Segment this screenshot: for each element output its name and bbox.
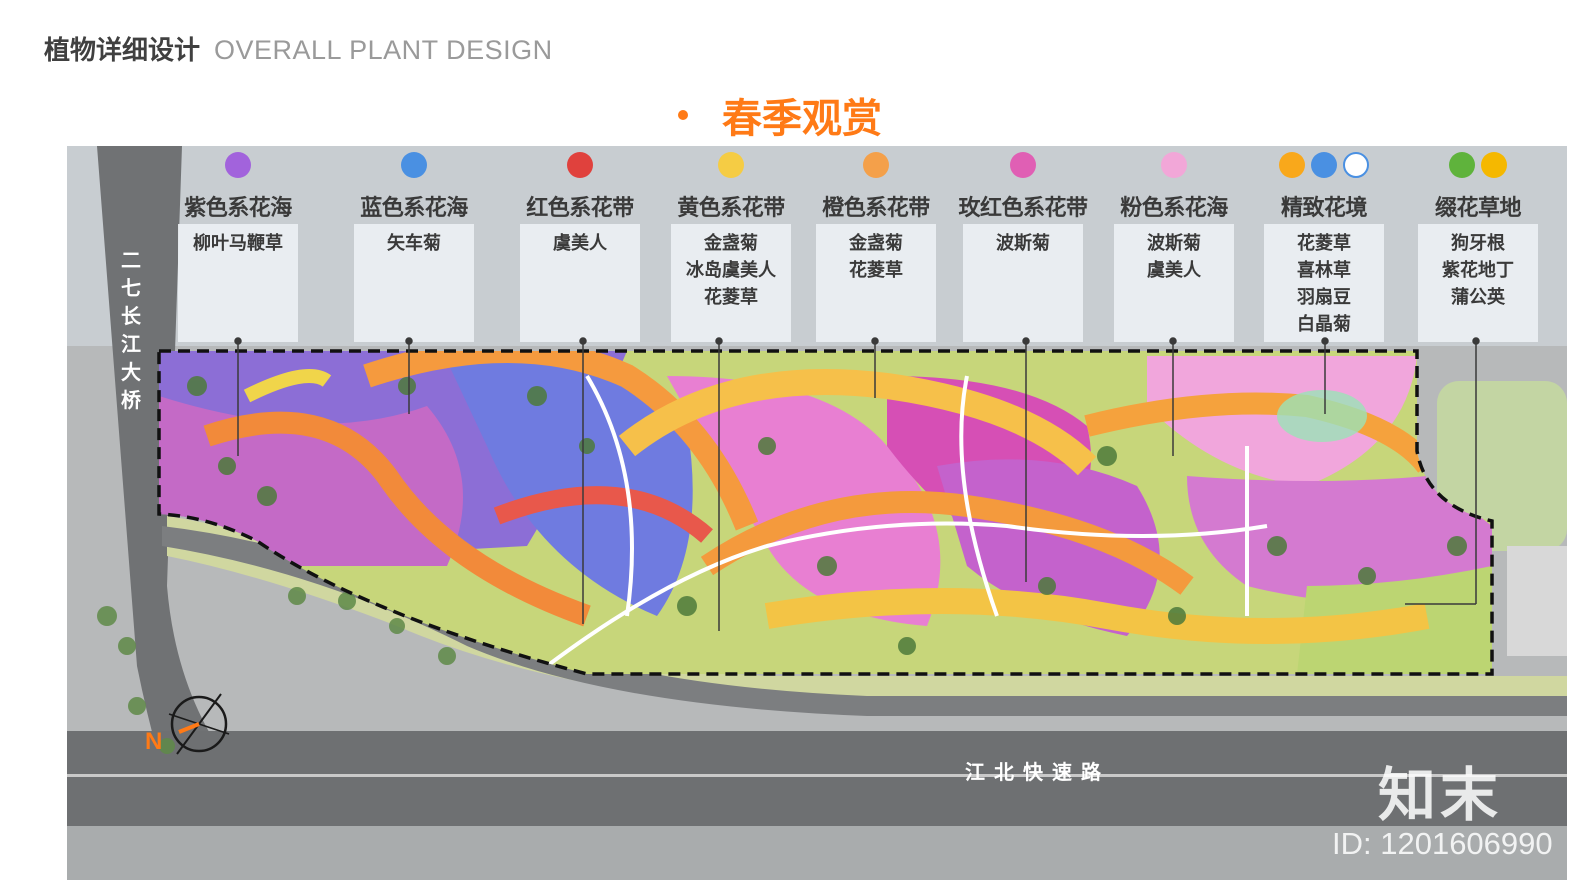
flower-mosaic	[159, 351, 1492, 674]
page-header: 植物详细设计 OVERALL PLANT DESIGN	[44, 30, 553, 70]
bullet-icon	[678, 110, 688, 120]
legend-name: 红色系花带	[526, 196, 634, 221]
road-label: 江北快速路	[965, 760, 1110, 784]
legend-species-box: 金盏菊 花菱草	[816, 224, 936, 342]
legend-name: 缀花草地	[1434, 196, 1522, 221]
compass-icon	[168, 693, 230, 755]
blue-swatch	[401, 152, 427, 178]
species-label: 冰岛虞美人	[686, 260, 776, 281]
legend-rose: 玫红色系花带 波斯菊	[954, 146, 1092, 342]
white-swatch	[1343, 152, 1369, 178]
orange-swatch	[1279, 152, 1305, 178]
species-label: 紫花地丁	[1442, 260, 1514, 281]
rose-swatch	[1010, 152, 1036, 178]
species-label: 矢车菊	[387, 233, 441, 254]
species-label: 花菱草	[704, 287, 758, 308]
green-swatch	[1449, 152, 1475, 178]
species-label: 虞美人	[1147, 260, 1201, 281]
legend-name: 粉色系花海	[1120, 196, 1228, 221]
legend-purple: 紫色系花海 柳叶马鞭草	[169, 146, 307, 342]
legend-species-box: 波斯菊	[963, 224, 1083, 342]
watermark-logo: 知末	[1378, 761, 1503, 829]
species-label: 柳叶马鞭草	[193, 233, 283, 254]
species-label: 金盏菊	[849, 233, 903, 254]
species-label: 羽扇豆	[1297, 287, 1351, 308]
legend-yellow: 黄色系花带 金盏菊 冰岛虞美人 花菱草	[662, 146, 800, 342]
purple-swatch	[225, 152, 251, 178]
site-boundary	[157, 349, 1494, 676]
legend-name: 黄色系花带	[677, 196, 785, 221]
legend-species-box: 金盏菊 冰岛虞美人 花菱草	[671, 224, 791, 342]
legend-species-box: 矢车菊	[354, 224, 474, 342]
legend-name: 紫色系花海	[184, 196, 292, 221]
species-label: 狗牙根	[1451, 233, 1505, 254]
legend-name: 橙色系花带	[822, 196, 930, 221]
legend-name: 精致花境	[1280, 196, 1368, 221]
legend-species-box: 虞美人	[520, 224, 640, 342]
page-subtitle: OVERALL PLANT DESIGN	[214, 35, 553, 65]
yellow-swatch	[718, 152, 744, 178]
watermark-id: ID: 1201606990	[1332, 826, 1553, 861]
species-label: 波斯菊	[996, 233, 1050, 254]
legend-name: 蓝色系花海	[360, 196, 468, 221]
legend-name: 玫红色系花带	[958, 196, 1088, 221]
red-swatch	[567, 152, 593, 178]
north-label: N	[145, 728, 163, 755]
site-plan-map: 紫色系花海 柳叶马鞭草 蓝色系花海 矢车菊 红色系花带 虞美人 黄色系花带 金盏…	[67, 146, 1567, 880]
legend-red: 红色系花带 虞美人	[511, 146, 649, 342]
blue-swatch	[1311, 152, 1337, 178]
legend-meadow: 缀花草地 狗牙根 紫花地丁 蒲公英	[1409, 146, 1547, 342]
season-title: 春季观赏	[722, 96, 882, 142]
legend-species-box: 波斯菊 虞美人	[1114, 224, 1234, 342]
species-label: 蒲公英	[1451, 287, 1505, 308]
legend-pink: 粉色系花海 波斯菊 虞美人	[1105, 146, 1243, 342]
bridge-road	[97, 146, 267, 880]
legend-blue: 蓝色系花海 矢车菊	[345, 146, 483, 342]
page-title: 植物详细设计	[44, 36, 201, 66]
legend-species-box: 狗牙根 紫花地丁 蒲公英	[1418, 224, 1538, 342]
species-label: 花菱草	[1297, 233, 1351, 254]
orange-swatch	[863, 152, 889, 178]
legend-species-box: 花菱草 喜林草 羽扇豆 白晶菊	[1264, 224, 1384, 342]
season-heading: 春季观赏	[678, 86, 882, 144]
legend-species-box: 柳叶马鞭草	[178, 224, 298, 342]
species-label: 花菱草	[849, 260, 903, 281]
bridge-label: 二七长江大桥	[121, 248, 141, 412]
yellow-swatch	[1481, 152, 1507, 178]
species-label: 白晶菊	[1297, 314, 1351, 335]
species-label: 波斯菊	[1147, 233, 1201, 254]
legend-garden: 精致花境 花菱草 喜林草 羽扇豆 白晶菊	[1255, 146, 1393, 342]
legend-orange: 橙色系花带 金盏菊 花菱草	[807, 146, 945, 342]
species-label: 喜林草	[1297, 260, 1351, 281]
species-label: 虞美人	[553, 233, 607, 254]
species-label: 金盏菊	[704, 233, 758, 254]
pink-swatch	[1161, 152, 1187, 178]
highway	[67, 731, 1567, 826]
site-plan-graphic	[67, 146, 1567, 880]
right-lawn	[1437, 381, 1567, 551]
